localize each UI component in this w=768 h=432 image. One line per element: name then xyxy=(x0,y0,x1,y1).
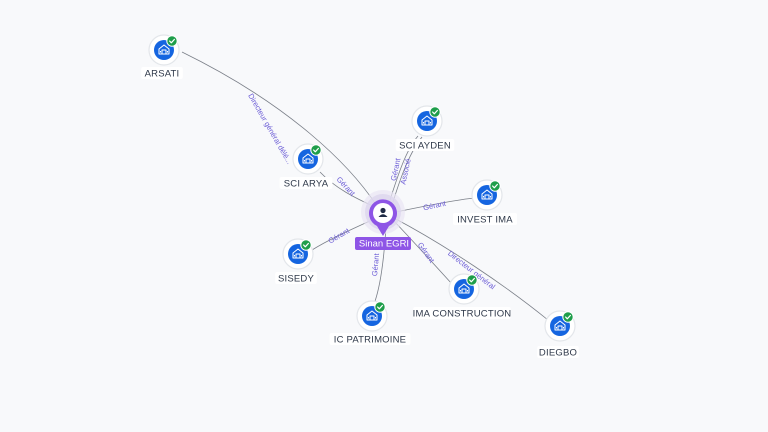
label-background xyxy=(141,67,183,79)
edge-label: Gérant xyxy=(327,226,352,246)
building-icon xyxy=(481,189,493,200)
company-node-diegbo[interactable]: DIEGBO xyxy=(537,310,579,359)
building-icon xyxy=(554,320,566,331)
edge-line xyxy=(373,225,387,305)
company-node-invest-ima[interactable]: INVEST IMA xyxy=(453,179,517,226)
edge-label: Gérant xyxy=(370,252,381,277)
check-badge-icon xyxy=(562,311,574,323)
edge-line xyxy=(393,217,549,321)
company-label: SCI ARYA xyxy=(284,179,329,190)
edge-ima-construction: Gérant xyxy=(392,219,453,285)
label-background xyxy=(279,177,333,189)
building-icon xyxy=(292,248,304,259)
check-badge-icon xyxy=(466,274,478,286)
building-icon xyxy=(366,310,378,321)
person-label-background xyxy=(355,237,411,250)
company-node-ima-construction[interactable]: IMA CONSTRUCTION xyxy=(413,273,512,320)
label-background xyxy=(275,272,317,284)
building-icon xyxy=(458,283,470,294)
company-node-ic-patrimoine[interactable]: IC PATRIMOINE xyxy=(329,300,411,346)
label-background xyxy=(453,213,517,225)
edge-label: Gérant xyxy=(422,199,447,213)
check-badge-icon xyxy=(310,144,322,156)
building-icon xyxy=(158,44,170,55)
label-background xyxy=(395,139,455,151)
edge-ic-patrimoine: Gérant xyxy=(370,225,387,305)
label-background xyxy=(329,333,411,345)
edge-invest-ima: Gérant xyxy=(395,197,475,213)
company-node-sci-ayden[interactable]: SCI AYDEN xyxy=(395,105,455,152)
company-label: IMA CONSTRUCTION xyxy=(413,309,512,320)
company-label: IC PATRIMOINE xyxy=(334,335,406,346)
label-background xyxy=(537,346,579,358)
company-label: INVEST IMA xyxy=(457,215,513,226)
user-icon xyxy=(378,207,388,217)
company-label: ARSATI xyxy=(145,69,180,80)
edge-label: Gérant xyxy=(416,241,437,266)
edge-diegbo: Directeur général xyxy=(393,217,549,321)
check-badge-icon xyxy=(429,106,441,118)
check-badge-icon xyxy=(374,301,386,313)
company-label: DIEGBO xyxy=(539,348,577,359)
building-icon xyxy=(302,153,314,164)
company-label: SISEDY xyxy=(278,274,315,285)
company-node-arsati[interactable]: ARSATI xyxy=(141,34,183,80)
edge-label: Gérant xyxy=(335,175,358,199)
edge-line xyxy=(181,51,378,207)
nodes-layer: ARSATI SCI AYDEN SCI ARYA INVEST IMA SISEDY I… xyxy=(141,34,579,359)
person-label: Sinan EGRI xyxy=(359,239,409,250)
check-badge-icon xyxy=(300,239,312,251)
company-node-sisedy[interactable]: SISEDY xyxy=(275,238,317,285)
check-badge-icon xyxy=(166,35,178,47)
company-node-sci-arya[interactable]: SCI ARYA xyxy=(279,143,333,190)
person-node[interactable]: Sinan EGRI xyxy=(355,190,411,250)
building-icon xyxy=(421,115,433,126)
label-background xyxy=(413,307,511,319)
company-label: SCI AYDEN xyxy=(399,141,451,152)
check-badge-icon xyxy=(489,180,501,192)
